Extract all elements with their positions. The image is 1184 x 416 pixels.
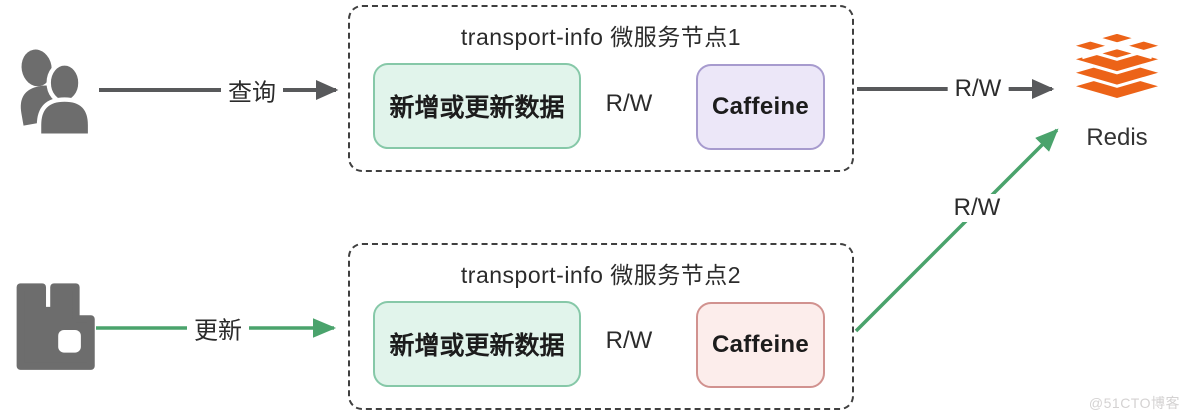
service-node-2-title: transport-info 微服务节点2	[460, 262, 742, 288]
node1-redis-rw-label: R/W	[947, 75, 1009, 103]
node2-inner-rw-label: R/W	[598, 327, 660, 355]
node2-caffeine-box: Caffeine	[696, 302, 825, 388]
redis-block: Redis	[1062, 24, 1172, 152]
watermark: @51CTO博客	[1088, 395, 1180, 411]
node1-caffeine-box: Caffeine	[696, 64, 825, 150]
node1-inner-rw-label: R/W	[598, 90, 660, 118]
query-arrow-label: 查询	[221, 72, 283, 108]
service-node-1-title: transport-info 微服务节点1	[460, 24, 742, 50]
node2-redis-rw-label: R/W	[946, 194, 1008, 222]
users-icon	[10, 42, 98, 141]
update-arrow-label: 更新	[187, 310, 249, 346]
redis-label: Redis	[1086, 124, 1148, 151]
service-node-1: transport-info 微服务节点1 新增或更新数据 Caffeine	[348, 5, 854, 172]
node2-data-box: 新增或更新数据	[373, 301, 581, 387]
redis-stack-icon	[1064, 30, 1170, 102]
factory-icon	[12, 282, 96, 377]
service-node-2: transport-info 微服务节点2 新增或更新数据 Caffeine	[348, 243, 854, 410]
node1-data-box: 新增或更新数据	[373, 63, 581, 149]
